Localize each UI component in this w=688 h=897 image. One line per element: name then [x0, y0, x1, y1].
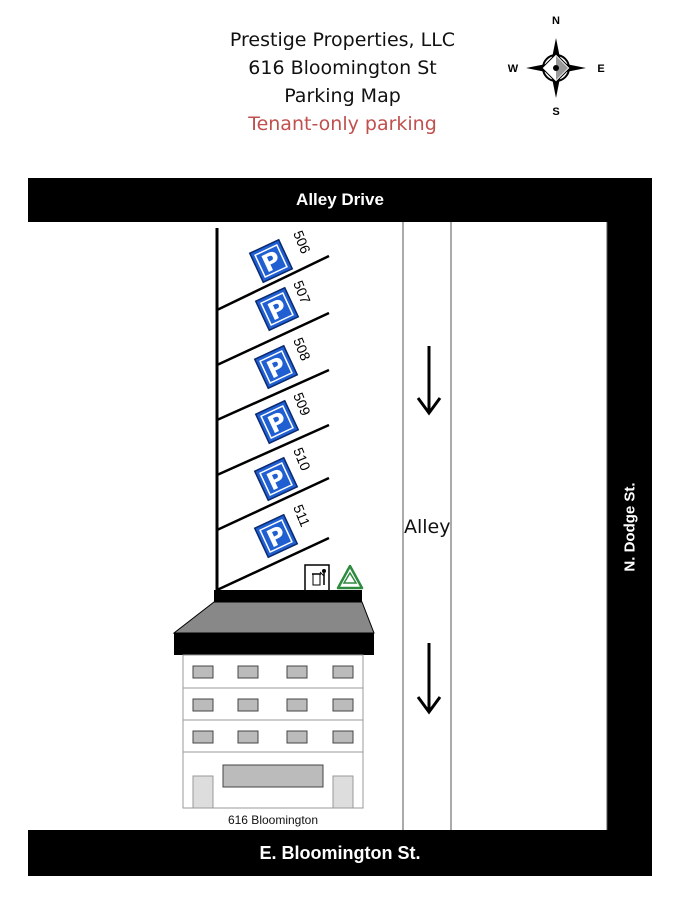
compass-icon: N S W E: [508, 15, 605, 118]
arrow-down-icon: [416, 346, 442, 416]
parking-p-icon: [254, 286, 300, 332]
recycle-icon: [336, 564, 364, 590]
map-title: Parking Map: [284, 85, 401, 107]
tenant-note: Tenant-only parking: [248, 113, 437, 135]
building-label: 616 Bloomington: [227, 813, 319, 827]
space-number: 507: [290, 278, 314, 306]
alley-drive-street: Alley Drive: [28, 178, 652, 222]
parking-p-icon: [253, 456, 299, 502]
building: [172, 590, 375, 809]
compass-n: N: [552, 15, 560, 27]
company-name: Prestige Properties, LLC: [229, 29, 456, 51]
map-header: Prestige Properties, LLC 616 Bloomington…: [200, 26, 485, 138]
bloomington-street: E. Bloomington St.: [28, 830, 652, 876]
bloomington-street-label: E. Bloomington St.: [259, 843, 421, 863]
alley-drive-label: Alley Drive: [296, 190, 384, 209]
parking-p-icon: [254, 399, 300, 445]
property-address: 616 Bloomington St: [248, 57, 437, 79]
compass-e: E: [597, 63, 604, 75]
space-number: 511: [290, 502, 313, 529]
parking-p-icon: [253, 344, 299, 390]
compass-s: S: [552, 106, 559, 118]
parking-p-icon: [253, 513, 299, 559]
dodge-street: N. Dodge St.: [607, 178, 652, 876]
trash-bin-icon: [304, 564, 330, 592]
space-number: 506: [290, 228, 314, 256]
space-number: 510: [290, 445, 314, 473]
space-number: 509: [290, 390, 314, 418]
space-number: 508: [290, 335, 314, 363]
arrow-down-icon: [416, 643, 442, 715]
compass-w: W: [508, 63, 519, 75]
stall-lines: [216, 254, 330, 592]
alley-label: Alley: [404, 516, 451, 538]
